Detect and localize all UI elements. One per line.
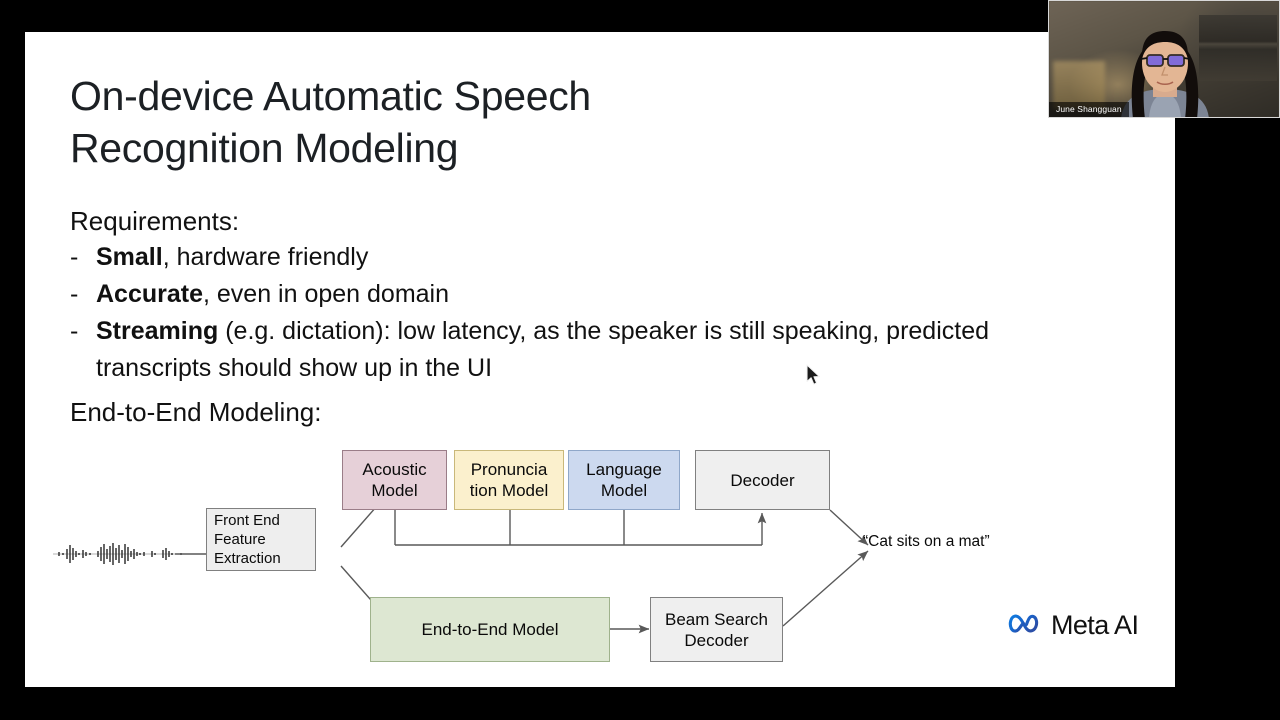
node-pronunciation-model[interactable]: Pronuncia tion Model: [454, 450, 564, 510]
node-acoustic-model[interactable]: Acoustic Model: [342, 450, 447, 510]
meta-infinity-icon: [1008, 612, 1042, 640]
bullet-text: Streaming (e.g. dictation): low latency,…: [96, 313, 1110, 387]
page-title: On-device Automatic Speech Recognition M…: [70, 73, 591, 171]
node-label: Pronuncia tion Model: [469, 460, 549, 500]
bullet-text: Small, hardware friendly: [96, 239, 1110, 276]
bullet-emphasis: Streaming: [96, 317, 219, 345]
node-frontend[interactable]: Front End Feature Extraction: [206, 508, 316, 571]
meta-ai-logo: Meta AI: [1008, 610, 1139, 641]
requirements-heading: Requirements:: [70, 206, 240, 236]
node-output-transcript: “Cat sits on a mat”: [863, 533, 990, 550]
bullet-marker: -: [70, 243, 79, 271]
participant-name-label: June Shangguan: [1049, 102, 1129, 117]
node-label: Front End Feature Extraction: [214, 512, 281, 567]
diagram-connectors: [53, 489, 869, 634]
bullet-rest: , even in open domain: [203, 280, 450, 308]
section-heading: End-to-End Modeling:: [70, 397, 322, 427]
background-shelf: [1199, 15, 1277, 81]
node-label: Beam Search Decoder: [665, 609, 768, 650]
list-item: - Streaming (e.g. dictation): low latenc…: [70, 313, 1110, 387]
node-label: Language Model: [586, 460, 662, 500]
list-item: - Accurate, even in open domain: [70, 276, 1110, 313]
bullet-marker: -: [70, 317, 79, 345]
list-item: - Small, hardware friendly: [70, 239, 1110, 276]
bullet-emphasis: Small: [96, 243, 163, 271]
eyeglasses-icon: [1140, 54, 1191, 67]
webcam-video-tile[interactable]: June Shangguan: [1048, 0, 1280, 118]
asr-pipeline-diagram: Front End Feature Extraction Acoustic Mo…: [25, 32, 1175, 687]
bullet-emphasis: Accurate: [96, 280, 203, 308]
bullet-marker: -: [70, 280, 79, 308]
node-end-to-end-model[interactable]: End-to-End Model: [370, 597, 610, 662]
participant-silhouette: [1121, 31, 1209, 117]
node-label: End-to-End Model: [421, 620, 559, 639]
presentation-slide: On-device Automatic Speech Recognition M…: [25, 32, 1175, 687]
node-beam-search-decoder[interactable]: Beam Search Decoder: [650, 597, 783, 662]
requirements-list: - Small, hardware friendly - Accurate, e…: [70, 239, 1110, 387]
node-label: Acoustic Model: [362, 460, 427, 500]
meta-ai-wordmark: Meta AI: [1051, 610, 1139, 640]
node-label: Decoder: [730, 470, 795, 490]
bullet-text: Accurate, even in open domain: [96, 276, 1110, 313]
node-decoder[interactable]: Decoder: [695, 450, 830, 510]
bullet-rest: (e.g. dictation): low latency, as the sp…: [96, 317, 990, 382]
background-object: [1053, 61, 1105, 109]
bullet-rest: , hardware friendly: [162, 243, 369, 271]
node-language-model[interactable]: Language Model: [568, 450, 680, 510]
mouse-cursor: [806, 364, 820, 385]
